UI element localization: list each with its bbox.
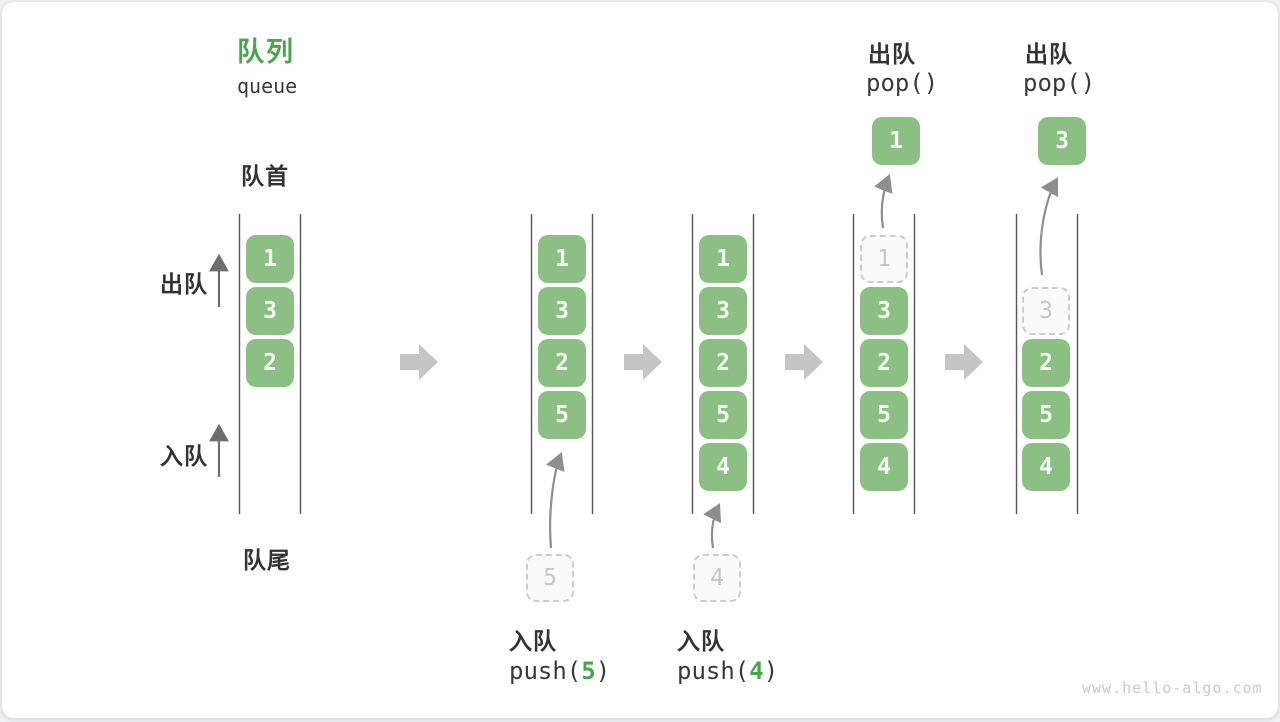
pop1-op-label: 出队 [868,41,916,67]
code-arg: 4 [749,657,764,685]
watermark-text: www.hello-algo.com [1082,679,1263,697]
queue-cell: 5 [860,391,908,439]
queue-cell: 2 [860,339,908,387]
queue-cell: 3 [538,287,586,335]
queue-walls [238,214,1079,514]
flow-arrow-icon [400,344,438,380]
code-text: ) [763,657,779,685]
queue-cell: 4 [699,443,747,491]
pop-curve-arrow-icon [1039,177,1059,276]
flow-arrow-icon [945,344,983,380]
pending-cell: 5 [526,554,574,602]
queue-cell: 3 [246,287,294,335]
queue-cell: 3 [860,287,908,335]
queue-cell: 4 [860,443,908,491]
queue-cell: 2 [1022,339,1070,387]
push4-op-code: push(4) [677,657,778,685]
queue-cell: 4 [1022,443,1070,491]
pending-cell: 4 [693,554,741,602]
popped-cell: 1 [872,117,920,165]
queue-rear-label: 队尾 [243,547,291,573]
push4-op-label: 入队 [677,628,725,654]
queue-cell: 1 [246,235,294,283]
pop-curve-arrow-icon [874,173,893,229]
push5-op-code: push(5) [509,657,610,685]
state-flow-arrows [400,344,983,380]
pop2-op-label: 出队 [1025,41,1073,67]
diagram-title-en: queue [237,74,298,98]
ghost-cell: 1 [860,235,908,283]
code-text: ) [595,657,611,685]
dequeue-side-label: 出队 [160,271,208,297]
enqueue-side-label: 入队 [160,443,208,469]
queue-cell: 1 [699,235,747,283]
code-text: push( [509,657,582,685]
push-curve-arrow-icon [703,503,721,549]
queue-front-label: 队首 [241,163,289,189]
queue-cell: 5 [699,391,747,439]
pop1-op-code: pop() [866,69,939,97]
queue-cell: 3 [699,287,747,335]
queue-cell: 2 [699,339,747,387]
ghost-cell: 3 [1022,287,1070,335]
code-text: push( [677,657,750,685]
diagram-title-zh: 队列 [237,37,295,67]
queue-cell: 2 [246,339,294,387]
queue-cell: 2 [538,339,586,387]
popped-cell: 3 [1038,117,1086,165]
pop2-op-code: pop() [1023,69,1096,97]
code-arg: 5 [581,657,596,685]
push-curve-arrow-icon [546,451,565,549]
flow-arrow-icon [624,344,662,380]
flow-arrow-icon [785,344,823,380]
queue-cell: 1 [538,235,586,283]
queue-cell: 5 [1022,391,1070,439]
queue-cell: 5 [538,391,586,439]
push5-op-label: 入队 [509,628,557,654]
